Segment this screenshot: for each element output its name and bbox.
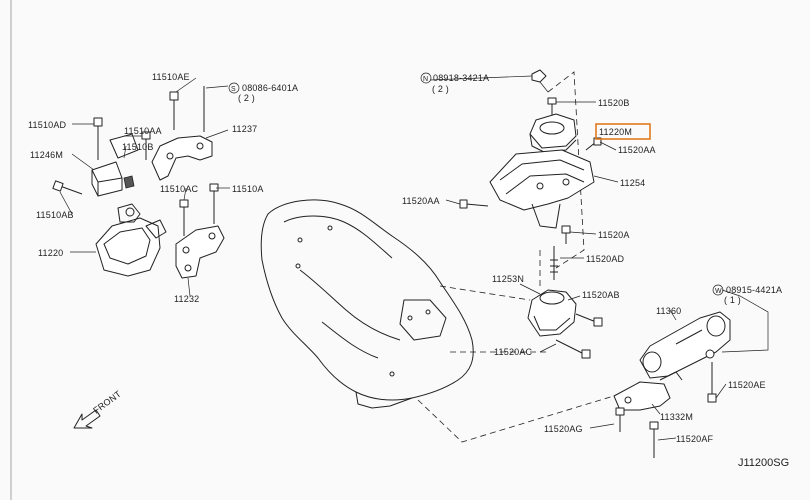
n-symbol-icon	[420, 72, 432, 84]
front-arrow: FRONT	[73, 389, 123, 429]
w-symbol-icon	[712, 284, 724, 296]
label-11510ae: 11510AE	[152, 72, 190, 82]
s-symbol-letter: S	[231, 86, 236, 93]
label-11510ad: 11510AD	[28, 120, 67, 130]
label-11520aa-left: 11520AA	[402, 196, 440, 206]
label-08918: 08918-3421A	[433, 73, 489, 83]
front-label: FRONT	[91, 389, 123, 416]
label-08915-qty: ( 1 )	[724, 295, 741, 305]
label-11332m: 11332M	[660, 412, 693, 422]
engine-block	[260, 199, 474, 409]
s-symbol-icon	[228, 82, 240, 94]
label-11232: 11232	[174, 294, 199, 304]
diagram-code: J11200SG	[738, 457, 789, 469]
label-11510ac: 11510AC	[160, 184, 199, 194]
w-symbol-letter: W	[715, 288, 722, 295]
upper-mount-assembly	[459, 69, 602, 280]
label-11254: 11254	[620, 178, 645, 188]
label-11520ab: 11520AB	[582, 290, 620, 300]
engine-link-front	[439, 285, 531, 301]
label-11510a: 11510A	[232, 184, 264, 194]
label-11520ag: 11520AG	[544, 424, 583, 434]
label-11520ae: 11520AE	[728, 380, 766, 390]
frame-border	[10, 0, 12, 500]
label-11520a: 11520A	[598, 230, 630, 240]
label-11246m: 11246M	[30, 150, 63, 160]
highlight-11220m	[595, 123, 651, 140]
label-11510aa: 11510AA	[124, 126, 162, 136]
leader-lines	[59, 75, 769, 441]
label-08086-qty: ( 2 )	[238, 93, 255, 103]
label-11220: 11220	[38, 248, 63, 258]
label-11520af: 11520AF	[676, 434, 714, 444]
label-11520aa-top: 11520AA	[618, 145, 656, 155]
label-08915: 08915-4421A	[726, 285, 782, 295]
label-08918-qty: ( 2 )	[432, 84, 449, 94]
label-11510b: 11510B	[122, 142, 154, 152]
left-mount-assembly	[52, 86, 225, 279]
label-11220m: 11220M	[599, 127, 632, 137]
lower-front-mount-assembly	[527, 289, 603, 359]
engine-link-rear	[417, 387, 641, 443]
part-labels: 11510AE S 08086-6401A ( 2 ) 11510AD 1151…	[28, 72, 789, 469]
label-11520ac: 11520AC	[494, 347, 533, 357]
label-08086: 08086-6401A	[242, 83, 298, 93]
label-11237: 11237	[232, 124, 257, 134]
label-11510ab: 11510AB	[36, 210, 74, 220]
label-11360: 11360	[656, 306, 681, 316]
label-11253n: 11253N	[492, 274, 524, 284]
n-symbol-letter: N	[423, 76, 428, 83]
label-11520b: 11520B	[598, 98, 630, 108]
torque-rod-assembly	[613, 311, 731, 458]
label-11520ad: 11520AD	[586, 254, 625, 264]
